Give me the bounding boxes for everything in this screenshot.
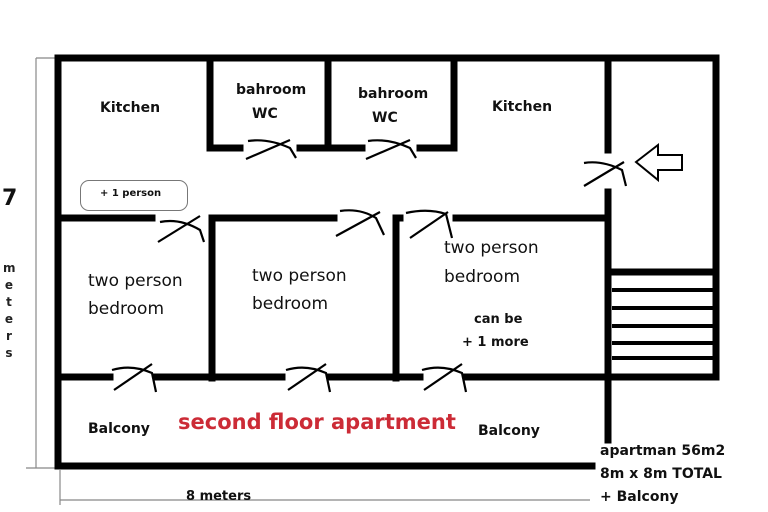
extra-bed-note: + 1 person — [100, 188, 162, 199]
room-label-kitchen-right: Kitchen — [492, 99, 553, 115]
arrow-left-icon — [634, 142, 683, 183]
room-label-bedroom-2-line2: bedroom — [252, 294, 329, 314]
stairs-icon — [612, 288, 714, 360]
unit-letter: s — [5, 346, 13, 360]
room-label-bedroom-3-line2: bedroom — [444, 267, 521, 287]
extra-bed-badge — [80, 180, 188, 211]
summary-size: 8m x 8m TOTAL — [600, 466, 722, 482]
room-label-bathroom-2-wc: WC — [372, 110, 398, 126]
unit-letter: t — [6, 295, 12, 309]
room-label-bedroom-1-line2: bedroom — [88, 299, 165, 319]
room-label-balcony-left: Balcony — [88, 421, 150, 437]
room-label-bathroom-1-wc: WC — [252, 106, 278, 122]
height-dimension-value: 7 — [2, 186, 18, 211]
bedroom-3-note-line2: + 1 more — [462, 335, 529, 350]
room-label-bedroom-3: two person — [444, 238, 539, 258]
unit-letter: e — [4, 278, 14, 292]
room-label-bedroom-1: two person — [88, 271, 183, 291]
unit-letter: r — [6, 329, 12, 343]
walls — [54, 54, 720, 470]
room-label-bedroom-2: two person — [252, 266, 347, 286]
summary-area: apartman 56m2 — [600, 443, 726, 459]
width-dimension-label: 8 meters — [186, 489, 252, 504]
door-swing-icon — [111, 138, 628, 393]
dimension-lines — [26, 57, 590, 505]
bedroom-3-note-line1: can be — [474, 312, 523, 327]
unit-letter: m — [3, 261, 16, 275]
room-label-balcony-right: Balcony — [478, 423, 540, 439]
room-label-kitchen-left: Kitchen — [100, 100, 161, 116]
plan-title: second floor apartment — [178, 410, 456, 434]
room-label-bathroom-2: bahroom — [358, 86, 429, 102]
summary-balcony: + Balcony — [600, 489, 679, 505]
unit-letter: e — [4, 312, 14, 326]
height-dimension-unit: m e t e r s — [3, 260, 16, 362]
room-label-bathroom-1: bahroom — [236, 82, 307, 98]
